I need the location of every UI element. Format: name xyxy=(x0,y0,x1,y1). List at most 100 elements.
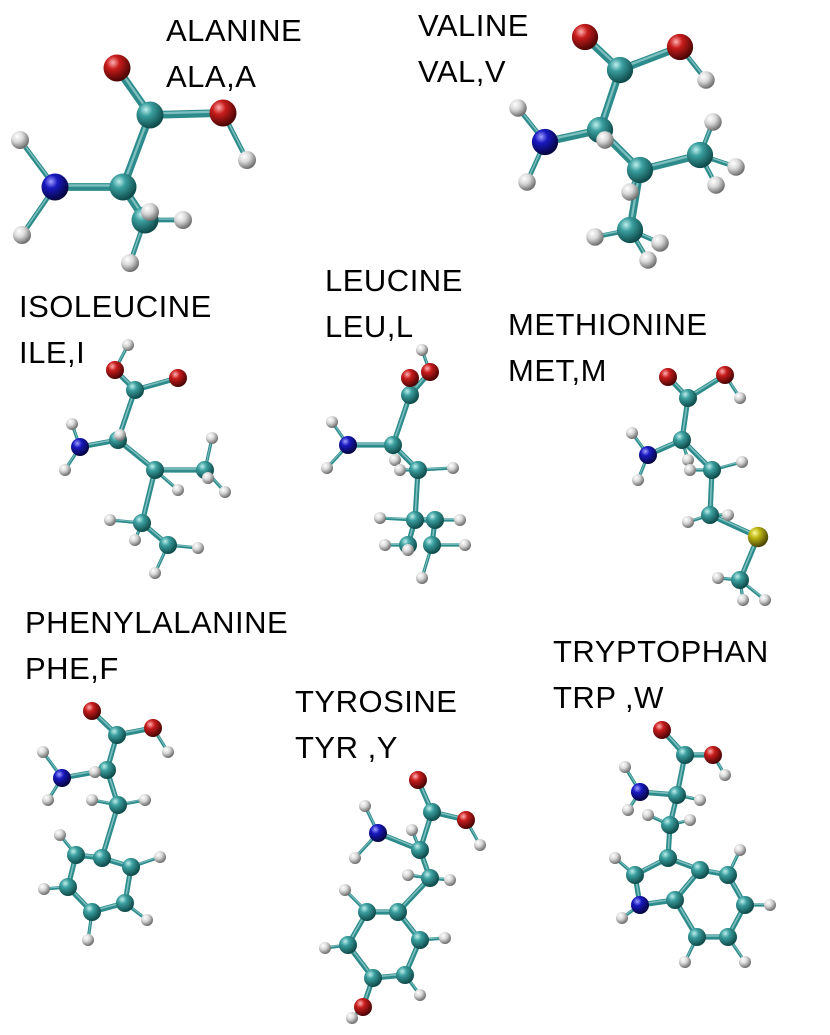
molecule-tyr xyxy=(319,771,486,1024)
hydrogen-atom xyxy=(439,932,451,944)
hydrogen-atom xyxy=(694,794,706,806)
carbon-atom xyxy=(122,858,140,876)
molecule-ala xyxy=(11,54,256,272)
hydrogen-atom xyxy=(406,824,418,836)
carbon-atom xyxy=(396,966,414,984)
carbon-atom xyxy=(411,841,429,859)
carbon-atom xyxy=(686,141,714,169)
carbon-atom xyxy=(719,866,737,884)
hydrogen-atom xyxy=(626,427,638,439)
carbon-atom xyxy=(339,936,357,954)
carbon-atom xyxy=(384,436,402,454)
carbon-atom xyxy=(668,786,686,804)
hydrogen-atom xyxy=(759,594,771,606)
carbon-atom xyxy=(108,726,126,744)
bonds-trp xyxy=(613,727,772,964)
name-phenylalanine: PHENYLALANINE xyxy=(25,605,289,640)
hydrogen-atom xyxy=(202,472,214,484)
hydrogen-atom xyxy=(447,462,459,474)
hydrogen-atom xyxy=(321,462,333,474)
carbon-atom xyxy=(358,903,376,921)
hydrogen-atom xyxy=(326,416,338,428)
hydrogen-atom xyxy=(162,746,174,758)
hydrogen-atom xyxy=(141,914,153,926)
name-alanine: ALANINE xyxy=(166,13,303,48)
carbon-atom xyxy=(389,903,407,921)
sulfur-atom xyxy=(747,526,769,548)
carbon-atom xyxy=(83,903,101,921)
hydrogen-atom xyxy=(642,809,654,821)
label-valine: VALINE VAL,V xyxy=(418,3,529,95)
carbon-atom xyxy=(676,746,694,764)
hydrogen-atom xyxy=(764,899,776,911)
name-methionine: METHIONINE xyxy=(508,307,708,342)
hydrogen-atom xyxy=(349,852,361,864)
hydrogen-atom xyxy=(632,474,644,486)
hydrogen-atom xyxy=(416,572,428,584)
nitrogen-atom xyxy=(631,896,649,914)
carbon-atom xyxy=(626,156,654,184)
bonds-ile xyxy=(63,343,227,575)
code-isoleucine: ILE,I xyxy=(19,335,86,370)
hydrogen-atom xyxy=(154,851,166,863)
hydrogen-atom xyxy=(737,594,749,606)
hydrogen-atom xyxy=(414,989,426,1001)
carbon-atom xyxy=(146,461,164,479)
hydrogen-atom xyxy=(474,839,486,851)
label-tyrosine: TYROSINE TYR ,Y xyxy=(295,679,457,771)
hydrogen-atom xyxy=(172,484,184,496)
oxygen-atom xyxy=(409,771,427,789)
oxygen-atom xyxy=(571,23,599,51)
molecule-val xyxy=(509,23,745,269)
oxygen-atom xyxy=(659,368,677,386)
carbon-atom xyxy=(93,849,111,867)
hydrogen-atom xyxy=(684,814,696,826)
carbon-atom xyxy=(688,928,706,946)
nitrogen-atom xyxy=(369,824,387,842)
code-methionine: MET,M xyxy=(508,353,607,388)
hydrogen-atom xyxy=(722,509,734,521)
oxygen-atom xyxy=(716,366,734,384)
hydrogen-atom xyxy=(42,794,54,806)
molecule-leu xyxy=(321,344,471,584)
carbon-atom xyxy=(666,891,684,909)
bonds-phe xyxy=(41,708,170,942)
carbon-atom xyxy=(661,816,679,834)
oxygen-atom xyxy=(354,998,372,1016)
carbon-atom xyxy=(691,861,709,879)
carbon-atom xyxy=(406,511,424,529)
nitrogen-atom xyxy=(639,446,657,464)
carbon-atom xyxy=(109,173,137,201)
bonds-met xyxy=(630,372,767,602)
carbon-atom xyxy=(731,571,749,589)
hydrogen-atom xyxy=(359,800,371,812)
carbon-atom xyxy=(626,866,644,884)
hydrogen-atom xyxy=(319,942,331,954)
carbon-atom xyxy=(659,849,677,867)
oxygen-atom xyxy=(83,702,101,720)
hydrogen-atom xyxy=(639,251,657,269)
hydrogen-atom xyxy=(374,512,386,524)
name-tryptophan: TRYPTOPHAN xyxy=(553,634,769,669)
oxygen-atom xyxy=(401,369,419,387)
hydrogen-atom xyxy=(509,99,527,117)
carbon-atom xyxy=(411,931,429,949)
code-tryptophan: TRP ,W xyxy=(553,680,664,715)
hydrogen-atom xyxy=(734,392,746,404)
hydrogen-atom xyxy=(149,567,161,579)
carbon-atom xyxy=(126,381,144,399)
hydrogen-atom xyxy=(622,804,634,816)
hydrogen-atom xyxy=(707,176,725,194)
hydrogen-atom xyxy=(13,226,31,244)
name-valine: VALINE xyxy=(418,8,529,43)
hydrogen-atom xyxy=(122,339,134,351)
carbon-atom xyxy=(133,514,151,532)
hydrogen-atom xyxy=(139,794,151,806)
hydrogen-atom xyxy=(609,852,621,864)
hydrogen-atom xyxy=(416,344,428,356)
nitrogen-atom xyxy=(71,438,89,456)
hydrogen-atom xyxy=(712,572,724,584)
hydrogen-atom xyxy=(11,131,29,149)
hydrogen-atom xyxy=(596,131,614,149)
